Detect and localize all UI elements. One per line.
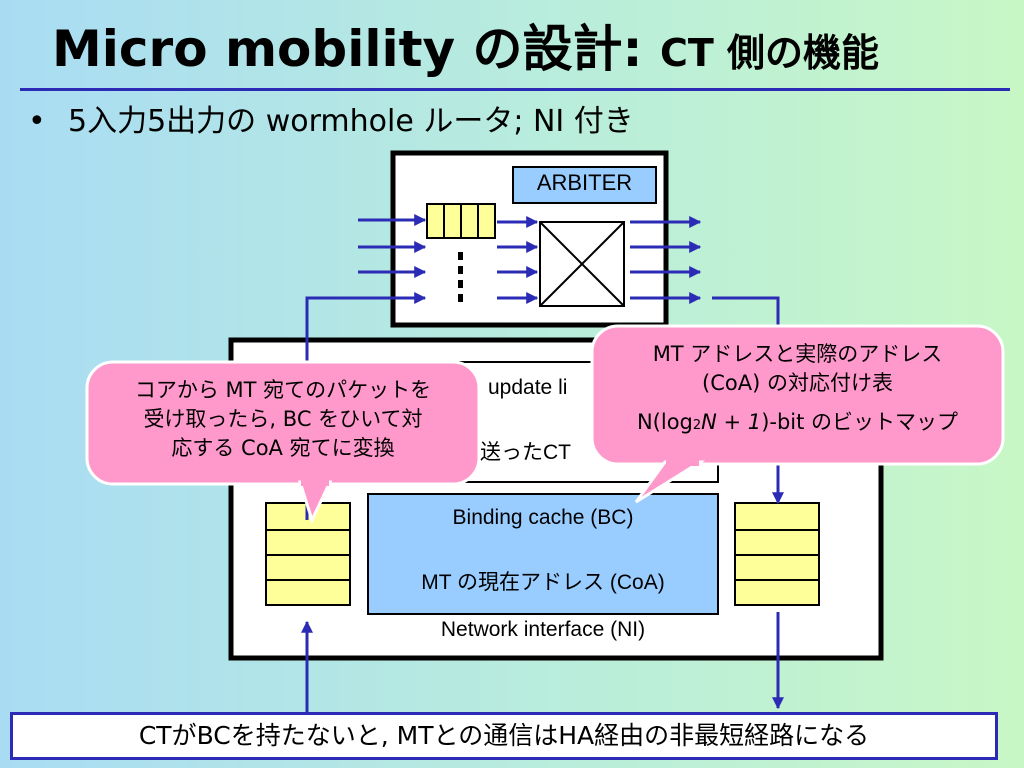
ni-buffer-slot	[734, 554, 820, 581]
ellipsis-dot	[458, 280, 463, 288]
bottom-note: CTがBCを持たないと, MTとの通信はHA経由の非最短経路になる	[10, 712, 998, 760]
arbiter-label: ARBITER	[536, 170, 633, 195]
bullet-marker: •	[28, 104, 46, 139]
update-list-text: update li	[488, 376, 568, 399]
network-interface-label: Network interface (NI)	[440, 618, 646, 641]
binding-cache-box	[367, 493, 719, 615]
bullet-text: 5入力5出力の wormhole ルータ; NI 付き	[68, 104, 634, 139]
callout-left-line: コアから MT 宛てのパケットを	[134, 378, 432, 402]
title-main: Micro mobility の設計:	[52, 20, 643, 78]
title-divider	[20, 88, 1010, 91]
callout-right-seam	[666, 457, 699, 466]
ellipsis-dot	[458, 294, 463, 302]
binding-cache-label: Binding cache (BC)	[452, 506, 634, 529]
ellipsis-dot	[458, 252, 463, 260]
callout-right-bubble	[590, 324, 1005, 466]
mt-coa-label: MT の現在アドレス (CoA)	[421, 571, 665, 594]
ni-buffer-slot	[734, 502, 820, 531]
callout-right-line: (CoA) の対応付け表	[702, 371, 893, 395]
callout-left-text: コアから MT 宛てのパケットを 受け取ったら, BC をひいて対 応する Co…	[87, 376, 479, 463]
callout-left-line: 受け取ったら, BC をひいて対	[143, 407, 423, 431]
arbiter-box	[512, 166, 657, 204]
callout-left-line: 応する CoA 宛てに変換	[171, 436, 395, 460]
callout-left-seam	[301, 478, 329, 486]
ni-buffer-slot	[265, 554, 351, 581]
ni-buffer-slot	[265, 579, 351, 606]
callout-left-bubble	[85, 360, 481, 486]
crossbar-diagonal-2	[539, 221, 625, 307]
page-title: Micro mobility の設計: CT 側の機能	[52, 14, 1012, 84]
received-ct-text: 送ったCT	[480, 441, 571, 464]
bullet-item: • 5入力5出力の wormhole ルータ; NI 付き	[28, 100, 634, 144]
callout-right-line: MT アドレスと実際のアドレス	[652, 342, 943, 366]
ni-buffer-slot	[734, 579, 820, 606]
callout-right-bitmap-line: N(log2N + 1)-bit のビットマップ	[636, 410, 959, 434]
ni-buffer-slot	[265, 529, 351, 556]
title-sub: CT 側の機能	[659, 31, 879, 75]
callout-right-text: MT アドレスと実際のアドレス (CoA) の対応付け表 N(log2N + 1…	[592, 340, 1003, 440]
ellipsis-dot	[458, 266, 463, 274]
ni-buffer-slot	[734, 529, 820, 556]
